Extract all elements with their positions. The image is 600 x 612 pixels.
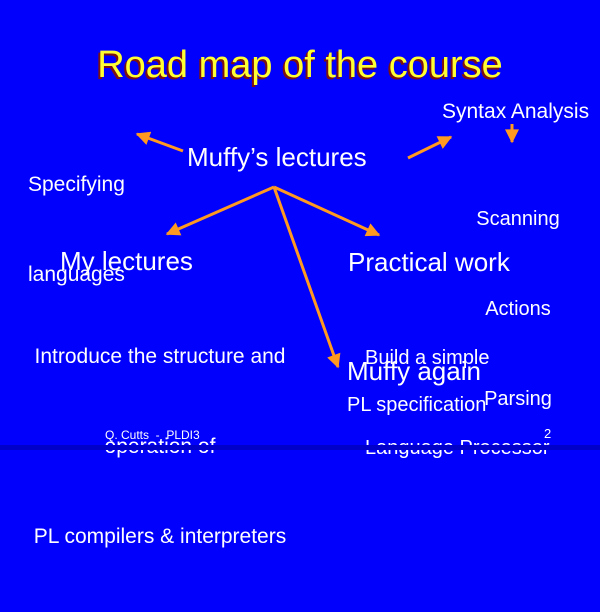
syntax-item-scanning: Scanning [476,208,560,230]
arrow-muffy-to-specifying-icon [135,131,184,153]
arrow-muffy-to-my-lectures-icon [165,185,275,236]
my-lectures-line-1: Introduce the structure and [34,345,286,368]
syntax-item-actions: Actions [485,298,551,320]
node-muffy-again-heading: Muffy again [347,356,481,386]
node-syntax-analysis: Syntax Analysis [442,100,590,123]
node-my-lectures-heading: My lectures [60,246,193,276]
my-lectures-line-3: PL compilers & interpreters [33,525,287,548]
syntax-item-parsing: Parsing [484,388,552,410]
specifying-line-1: Specifying [28,173,125,196]
node-specifying-languages: Specifying languages [28,110,125,350]
arrow-muffy-to-practical-icon [273,185,381,237]
slide-title: Road map of the course [97,44,503,86]
practical-work-line-1: Build a simple [365,347,490,369]
node-practical-work-heading: Practical work [348,247,510,277]
arrow-muffy-to-syntax-icon [407,135,453,160]
node-muffy-lectures: Muffy’s lectures [187,142,367,172]
footer-credit: Q. Cutts - PLDI3 [105,428,200,442]
page-number: 2 [544,426,552,441]
muffy-again-line-1: PL specification [347,394,487,416]
specifying-line-2: languages [28,263,125,286]
bottom-edge-strip [0,445,600,450]
slide: Road map of the course Specifying langua… [0,44,600,548]
syntax-item-list: Scanning Actions Parsing [455,144,581,474]
